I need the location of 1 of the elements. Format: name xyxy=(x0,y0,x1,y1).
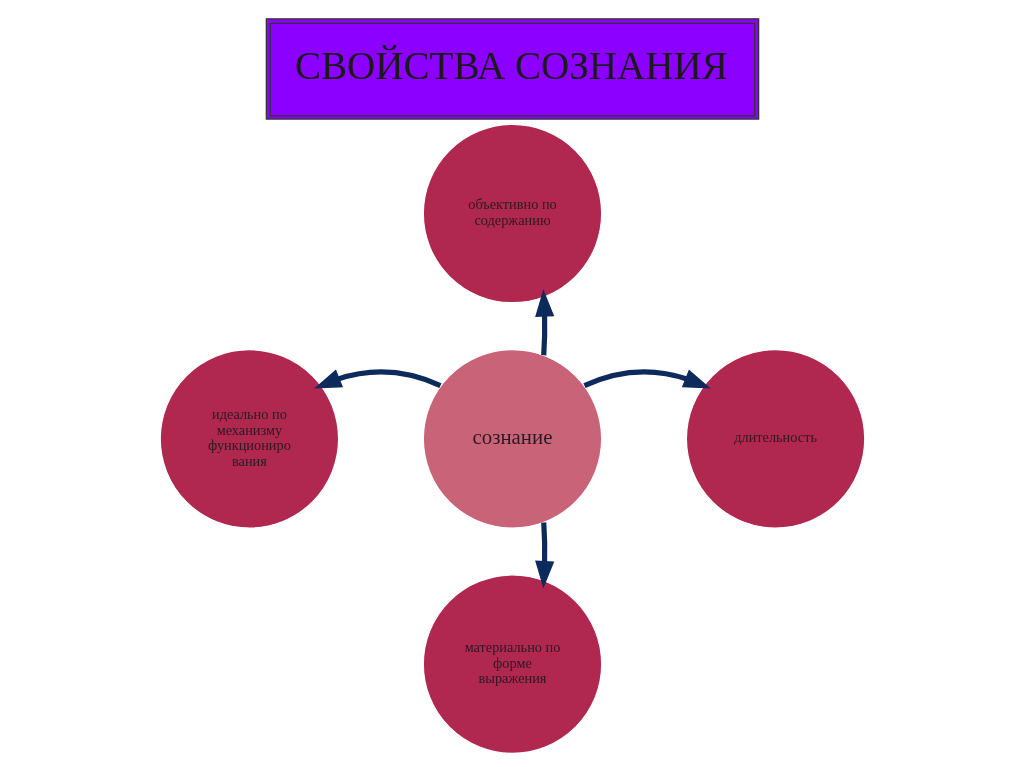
diagram-title: СВОЙСТВА СОЗНАНИЯ xyxy=(294,44,728,88)
